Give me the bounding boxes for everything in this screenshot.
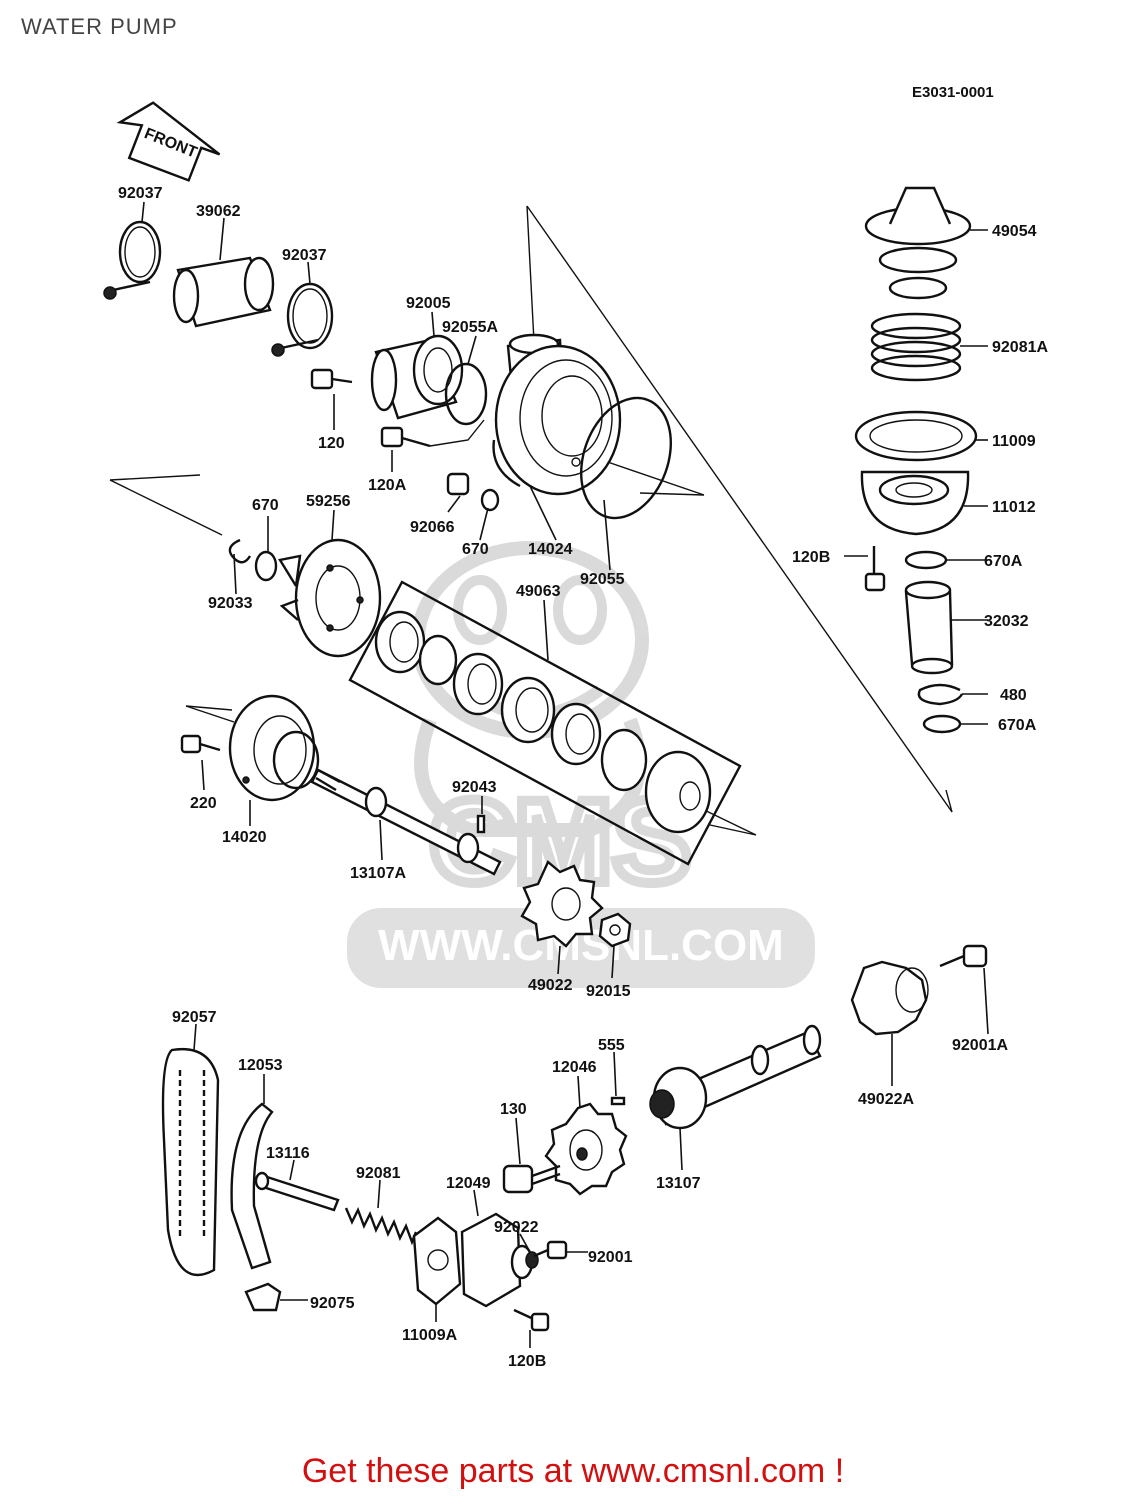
sprocket-12046 [544, 1102, 628, 1196]
bevel-gear-49022 [520, 860, 604, 948]
part-number-label: 13107 [656, 1175, 701, 1192]
part-number-label: 120A [368, 477, 407, 494]
gasket-11009 [854, 410, 978, 462]
cam-chain-92057 [161, 1047, 220, 1276]
o-ring-670a-upper [904, 550, 948, 570]
watermark-url-banner [347, 908, 815, 988]
part-number-label: 49022A [858, 1091, 914, 1108]
drive-shaft-13107 [649, 1024, 822, 1130]
thermostat-cover-11012 [860, 470, 970, 536]
part-number-label: 92043 [452, 779, 497, 796]
part-number-label: 220 [190, 795, 217, 812]
pump-housing [492, 333, 622, 496]
part-number-label: 92005 [406, 295, 451, 312]
pin-555 [610, 1096, 626, 1106]
part-number-label: 92055 [580, 571, 625, 588]
footer-link[interactable]: Get these parts at www.cmsnl.com ! [301, 1452, 845, 1490]
o-ring-670-left [254, 550, 278, 582]
part-number-label: 39062 [196, 203, 241, 220]
pipe-fitting [370, 334, 464, 420]
part-number-label: 13107A [350, 865, 406, 882]
bolt-120b-right [864, 546, 886, 592]
part-number-label: 49054 [992, 223, 1037, 240]
water-pipe-32032 [904, 580, 954, 675]
part-number-label: 670A [998, 717, 1037, 734]
part-number-label: 92057 [172, 1009, 217, 1026]
diagram-code: E3031-0001 [912, 84, 994, 101]
page-title: WATER PUMP [21, 14, 178, 39]
bevel-gear-49022a [850, 960, 929, 1036]
part-number-label: 670 [462, 541, 489, 558]
part-number-label: 11009A [402, 1327, 458, 1344]
part-number-label: 11012 [992, 499, 1036, 516]
snap-ring-92033 [228, 538, 252, 564]
thermostat [864, 186, 972, 300]
nut-92015 [598, 912, 632, 948]
part-number-label: 13116 [266, 1145, 310, 1162]
bolt-92001a [939, 944, 988, 968]
drain-bolt-92066 [446, 472, 500, 512]
part-number-label: 92081A [992, 339, 1048, 356]
water-hose [172, 256, 275, 328]
bolt-130 [502, 1164, 561, 1194]
bolt-120 [310, 368, 353, 390]
part-number-label: 92037 [282, 247, 327, 264]
part-number-label: 130 [500, 1101, 527, 1118]
bearing-housing-14020 [228, 694, 320, 802]
seal-kit [348, 580, 742, 866]
part-labels: 92037 39062 92037 92005 92055A 120 120A 92066 67… [118, 185, 1048, 1370]
assembly-guide-lines [109, 205, 953, 836]
part-number-label: 12046 [552, 1059, 597, 1076]
part-number-label: 92015 [586, 983, 631, 1000]
part-number-label: 12049 [446, 1175, 491, 1192]
part-number-label: 480 [1000, 687, 1027, 704]
part-number-label: 32032 [984, 613, 1029, 630]
bolt-120b-lower [513, 1308, 550, 1332]
tensioner-rod-13116 [254, 1171, 340, 1212]
spring-92081a [870, 312, 962, 382]
part-number-label: 92075 [310, 1295, 355, 1312]
plug-92075 [244, 1282, 282, 1312]
part-number-label: 92022 [494, 1219, 539, 1236]
part-number-label: 49022 [528, 977, 573, 994]
part-number-label: 670A [984, 553, 1023, 570]
o-ring-92055a [444, 362, 488, 426]
pin-92043 [476, 814, 486, 834]
part-number-label: 555 [598, 1037, 625, 1054]
bolt-120a [380, 419, 485, 448]
bolt-92001 [533, 1240, 568, 1260]
part-number-label: 92066 [410, 519, 455, 536]
part-number-label: 12053 [238, 1057, 283, 1074]
chain-guide-12053 [230, 1102, 274, 1270]
part-number-label: 92001A [952, 1037, 1008, 1054]
part-number-label: 49063 [516, 583, 561, 600]
part-number-label: 14024 [528, 541, 573, 558]
hose-clamp-right [271, 282, 334, 357]
spring-92081 [344, 1207, 418, 1246]
bolt-220 [180, 734, 221, 754]
label-leader-lines [141, 201, 989, 1348]
part-number-label: 59256 [306, 493, 351, 510]
part-number-label: 92081 [356, 1165, 401, 1182]
part-number-label: 92055A [442, 319, 498, 336]
part-number-label: 670 [252, 497, 279, 514]
part-number-label: 92037 [118, 185, 163, 202]
impeller [278, 538, 382, 658]
part-number-label: 14020 [222, 829, 267, 846]
part-number-label: 120 [318, 435, 345, 452]
front-arrow-icon: FRONT [116, 101, 221, 182]
circlip-480 [917, 683, 964, 706]
part-number-label: 11009 [992, 433, 1036, 450]
o-ring-670a-lower [922, 714, 962, 734]
part-number-label: 120B [508, 1353, 546, 1370]
part-number-label: 120B [792, 549, 830, 566]
gasket-11009a [412, 1216, 462, 1306]
tensioner-body-12049 [460, 1212, 534, 1308]
part-number-label: 92033 [208, 595, 253, 612]
hose-clamp-left [103, 220, 162, 300]
pump-shaft-13107a [310, 768, 502, 876]
part-number-label: 92001 [588, 1249, 633, 1266]
